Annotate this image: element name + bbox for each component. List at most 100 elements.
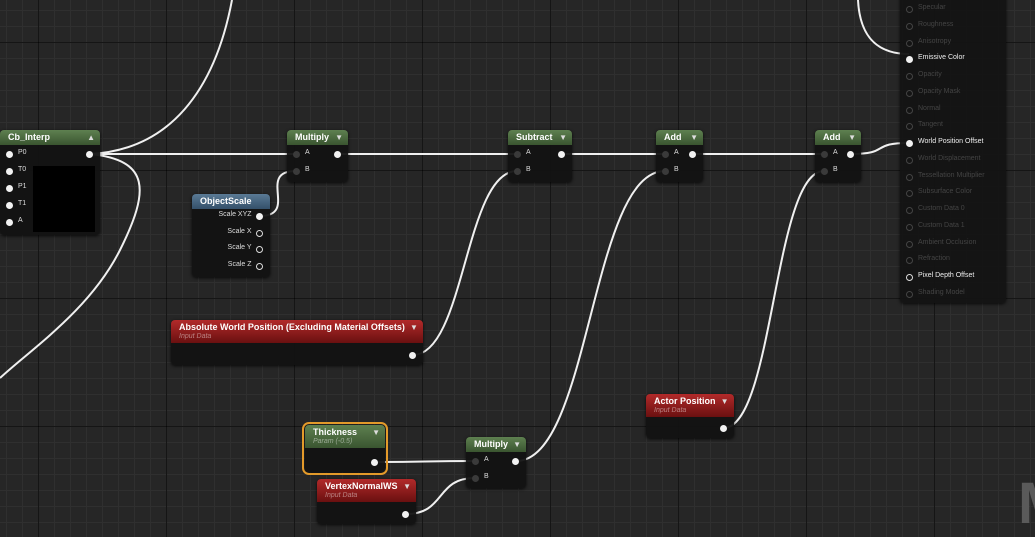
input-pin-dot[interactable] <box>514 168 521 175</box>
wire-offscreen-top[interactable] <box>89 0 233 155</box>
output-pin-dot[interactable] <box>847 151 854 158</box>
material-input-pin-dot[interactable] <box>906 73 913 80</box>
input-pin-dot[interactable] <box>6 219 13 226</box>
material-input-pin-dot[interactable] <box>906 6 913 13</box>
material-input-pin-dot[interactable] <box>906 207 913 214</box>
material-input-pin-dot[interactable] <box>906 140 913 147</box>
material-input-pin-dot[interactable] <box>906 190 913 198</box>
node-header[interactable]: Add▼ <box>815 130 861 145</box>
node-title: Cb_Interp <box>8 132 51 142</box>
node-header[interactable]: Multiply▼ <box>466 437 526 452</box>
expand-arrow-icon[interactable]: ▼ <box>848 133 856 142</box>
node-header[interactable]: Cb_Interp ▲ <box>0 130 100 145</box>
output-pin-dot[interactable] <box>719 425 727 432</box>
output-pin-dot[interactable] <box>689 151 696 158</box>
material-input-pin-dot[interactable] <box>906 39 913 47</box>
output-pin-dot[interactable] <box>371 459 378 466</box>
material-input-label: Subsurface Color <box>918 188 973 196</box>
input-pin-dot[interactable] <box>293 151 300 158</box>
material-input-pin-dot[interactable] <box>906 173 913 181</box>
expand-arrow-icon[interactable]: ▼ <box>409 323 418 332</box>
node-title: Absolute World Position (Excluding Mater… <box>179 322 405 332</box>
output-pin-dot[interactable] <box>512 458 519 465</box>
expand-arrow-icon[interactable]: ▼ <box>403 482 411 491</box>
expand-arrow-icon[interactable]: ▼ <box>335 133 343 142</box>
material-input-pin-dot[interactable] <box>906 89 913 97</box>
material-input-pin-dot[interactable] <box>906 123 913 131</box>
input-pin-dot[interactable] <box>6 202 13 209</box>
output-pin-dot[interactable] <box>255 263 263 271</box>
output-pin-dot[interactable] <box>558 151 565 158</box>
input-pin-dot[interactable] <box>472 475 479 482</box>
output-pin-dot[interactable] <box>255 213 263 220</box>
material-input-pin-dot[interactable] <box>906 223 913 231</box>
expand-arrow-icon[interactable]: ▼ <box>690 133 698 142</box>
node-title: VertexNormalWS <box>325 481 398 491</box>
material-input-pin-dot[interactable] <box>906 274 913 281</box>
node-title: ObjectScale <box>200 196 252 206</box>
material-input-pin-dot[interactable] <box>906 22 913 30</box>
input-pin-label: A <box>526 149 531 156</box>
material-input-pin-dot[interactable] <box>906 257 913 265</box>
node-header[interactable]: Absolute World Position (Excluding Mater… <box>171 320 423 343</box>
material-input-label: Emissive Color <box>918 54 965 62</box>
input-pin-dot[interactable] <box>821 168 828 175</box>
wire-thickness-to-multiply[interactable] <box>374 460 476 463</box>
wire-absworldpos-to-subtract[interactable] <box>412 170 518 356</box>
wire-multiply-to-add[interactable] <box>515 170 666 462</box>
node-title: Subtract <box>516 132 553 142</box>
material-input-pin-dot[interactable] <box>906 240 913 248</box>
material-input-label: Shading Model <box>918 288 965 296</box>
expand-arrow-icon[interactable]: ▼ <box>372 428 380 437</box>
output-pin-dot[interactable] <box>334 151 341 158</box>
output-pin-dot[interactable] <box>86 151 93 158</box>
expand-arrow-icon[interactable]: ▼ <box>513 440 521 449</box>
node-header[interactable]: Add▼ <box>656 130 703 145</box>
material-input-pin-dot[interactable] <box>906 106 913 114</box>
node-subtitle: Input Data <box>179 333 212 340</box>
output-pin-dot[interactable] <box>408 352 416 359</box>
input-pin-dot[interactable] <box>6 151 13 158</box>
input-pin-dot[interactable] <box>662 168 669 175</box>
input-pin-label: A <box>674 149 679 156</box>
input-pin-dot[interactable] <box>472 458 479 465</box>
material-input-pin-dot[interactable] <box>906 290 913 298</box>
wire-vertexnormal-to-multiply[interactable] <box>405 477 476 515</box>
input-pin-dot[interactable] <box>6 185 13 192</box>
input-pin-dot[interactable] <box>293 168 300 175</box>
material-input-pin-dot[interactable] <box>906 56 913 64</box>
input-pin-dot[interactable] <box>514 151 521 158</box>
input-pin-label: A <box>305 149 310 156</box>
input-pin-dot[interactable] <box>662 151 669 158</box>
input-pin-dot[interactable] <box>821 151 828 158</box>
wire-actorposition-to-add[interactable] <box>723 170 825 429</box>
node-abs-world-pos[interactable]: Absolute World Position (Excluding Mater… <box>171 320 423 365</box>
material-input-pin-dot[interactable] <box>906 156 913 164</box>
node-header[interactable]: ObjectScale <box>192 194 270 209</box>
expand-arrow-icon[interactable]: ▼ <box>559 133 567 142</box>
node-header[interactable]: Multiply▼ <box>287 130 348 145</box>
input-pin-dot[interactable] <box>6 168 13 175</box>
output-pin-dot[interactable] <box>402 511 409 518</box>
expand-arrow-icon[interactable]: ▼ <box>720 397 729 406</box>
node-header[interactable]: Subtract ▼ <box>508 130 572 145</box>
input-pin-label: P1 <box>18 183 27 190</box>
output-pin-dot[interactable] <box>255 246 263 254</box>
output-pin-dot[interactable] <box>255 229 263 237</box>
collapse-arrow-icon[interactable]: ▲ <box>87 133 95 142</box>
